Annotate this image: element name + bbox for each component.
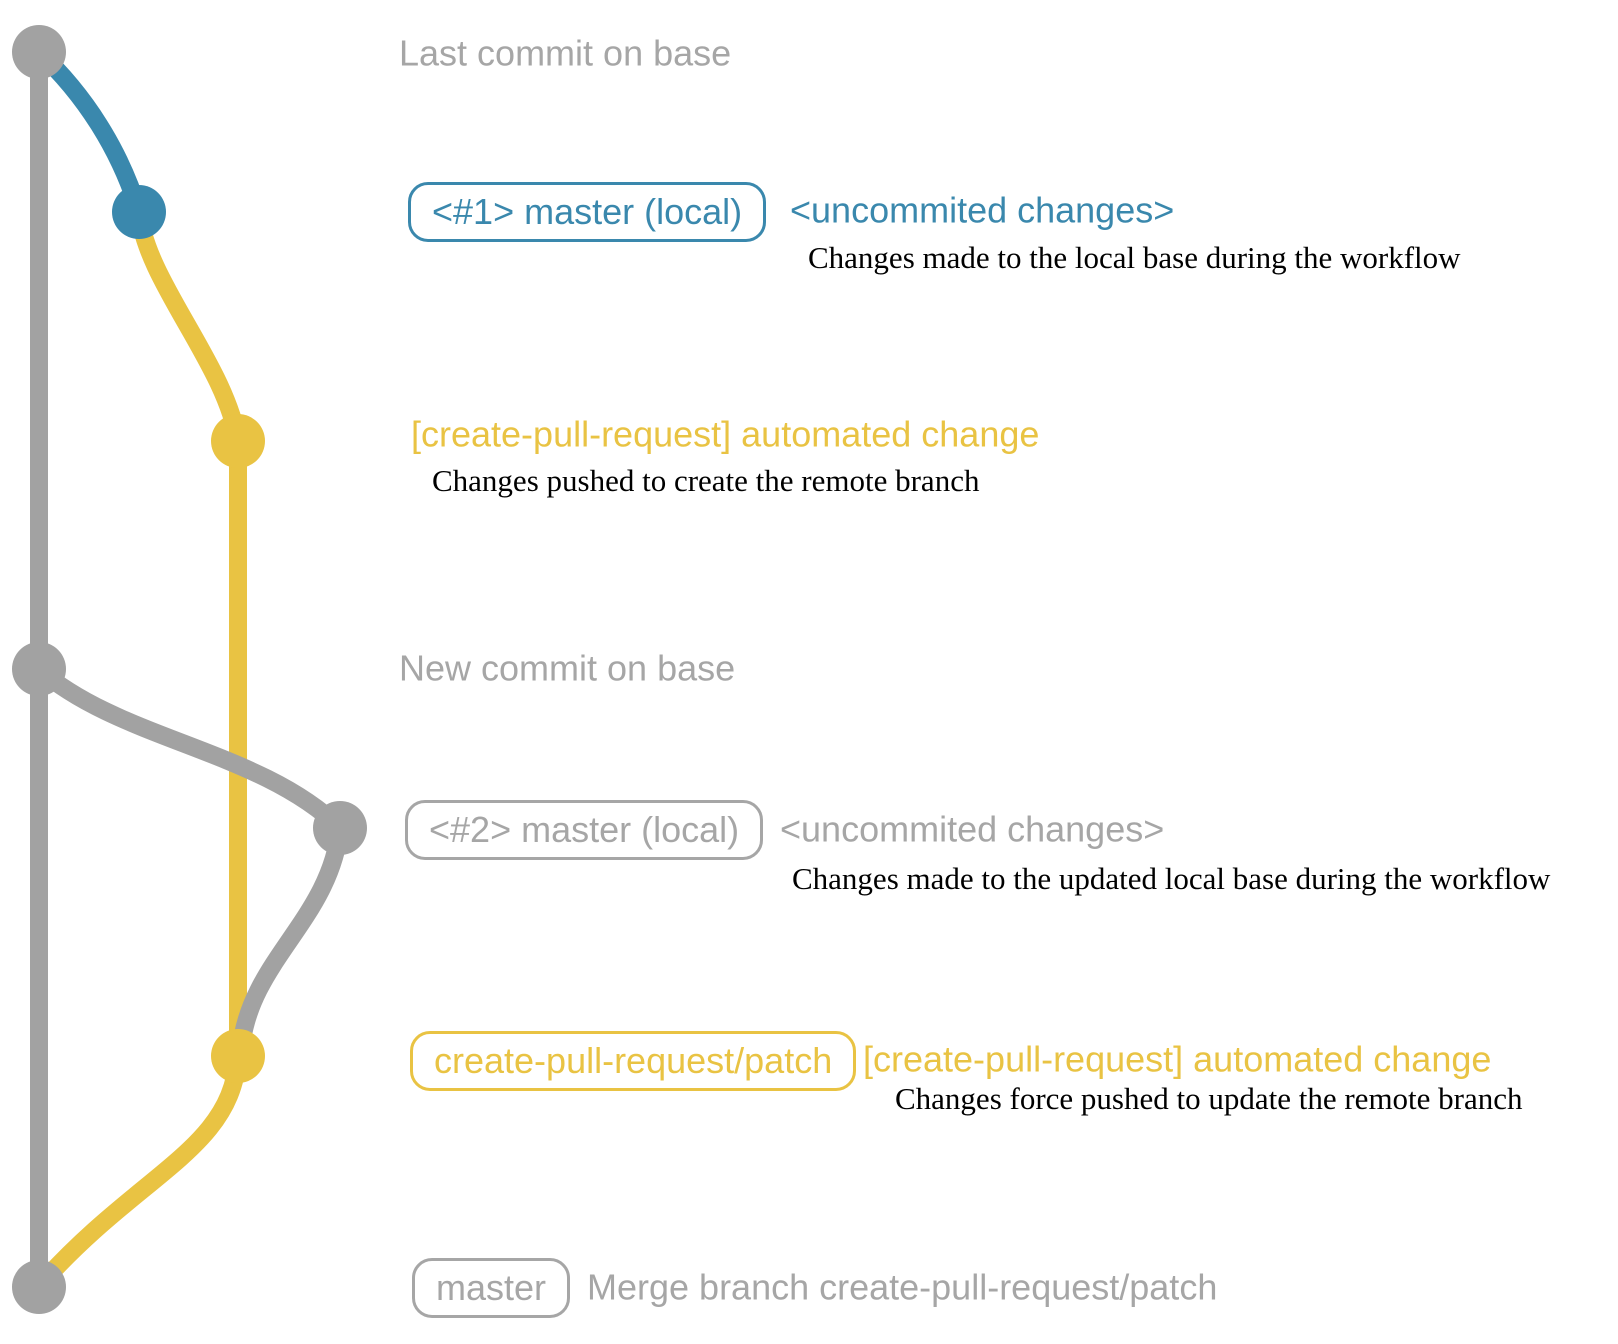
label-automated-change-2: [create-pull-request] automated change [863, 1038, 1492, 1080]
branch-badge-create-pull-request-patch: create-pull-request/patch [410, 1031, 857, 1091]
label-uncommitted-changes-2: <uncommited changes> [780, 808, 1165, 850]
commit-dot-uncommitted-1 [112, 185, 166, 239]
commit-dot-automated-2 [211, 1029, 265, 1083]
local-branch-merge-line [232, 819, 349, 1057]
commit-dot-automated-1 [211, 414, 265, 468]
label-new-commit-on-base: New commit on base [399, 647, 736, 689]
branch-badge-master: master [412, 1258, 571, 1318]
label-uncommitted-changes-1: <uncommited changes> [790, 189, 1175, 231]
git-graph [12, 25, 367, 1314]
description-automated-change-1: Changes pushed to create the remote bran… [432, 463, 980, 499]
description-uncommitted-changes-1: Changes made to the local base during th… [808, 240, 1461, 276]
branch-badge-master-local-2: <#2> master (local) [405, 800, 764, 860]
label-last-commit-on-base: Last commit on base [399, 32, 732, 74]
commit-dot-new-base [12, 642, 66, 696]
commit-dot-last-base [12, 25, 66, 79]
local-branch-line-2 [30, 660, 349, 837]
local-branch-line-1 [30, 43, 148, 221]
branch-badge-master-local-1: <#1> master (local) [408, 182, 767, 242]
commit-dot-merge [12, 1260, 66, 1314]
description-automated-change-2: Changes force pushed to update the remot… [895, 1081, 1523, 1117]
label-merge-branch: Merge branch create-pull-request/patch [587, 1266, 1218, 1308]
description-uncommitted-changes-2: Changes made to the updated local base d… [792, 861, 1551, 897]
commit-dot-uncommitted-2 [313, 801, 367, 855]
label-automated-change-1: [create-pull-request] automated change [411, 413, 1040, 455]
